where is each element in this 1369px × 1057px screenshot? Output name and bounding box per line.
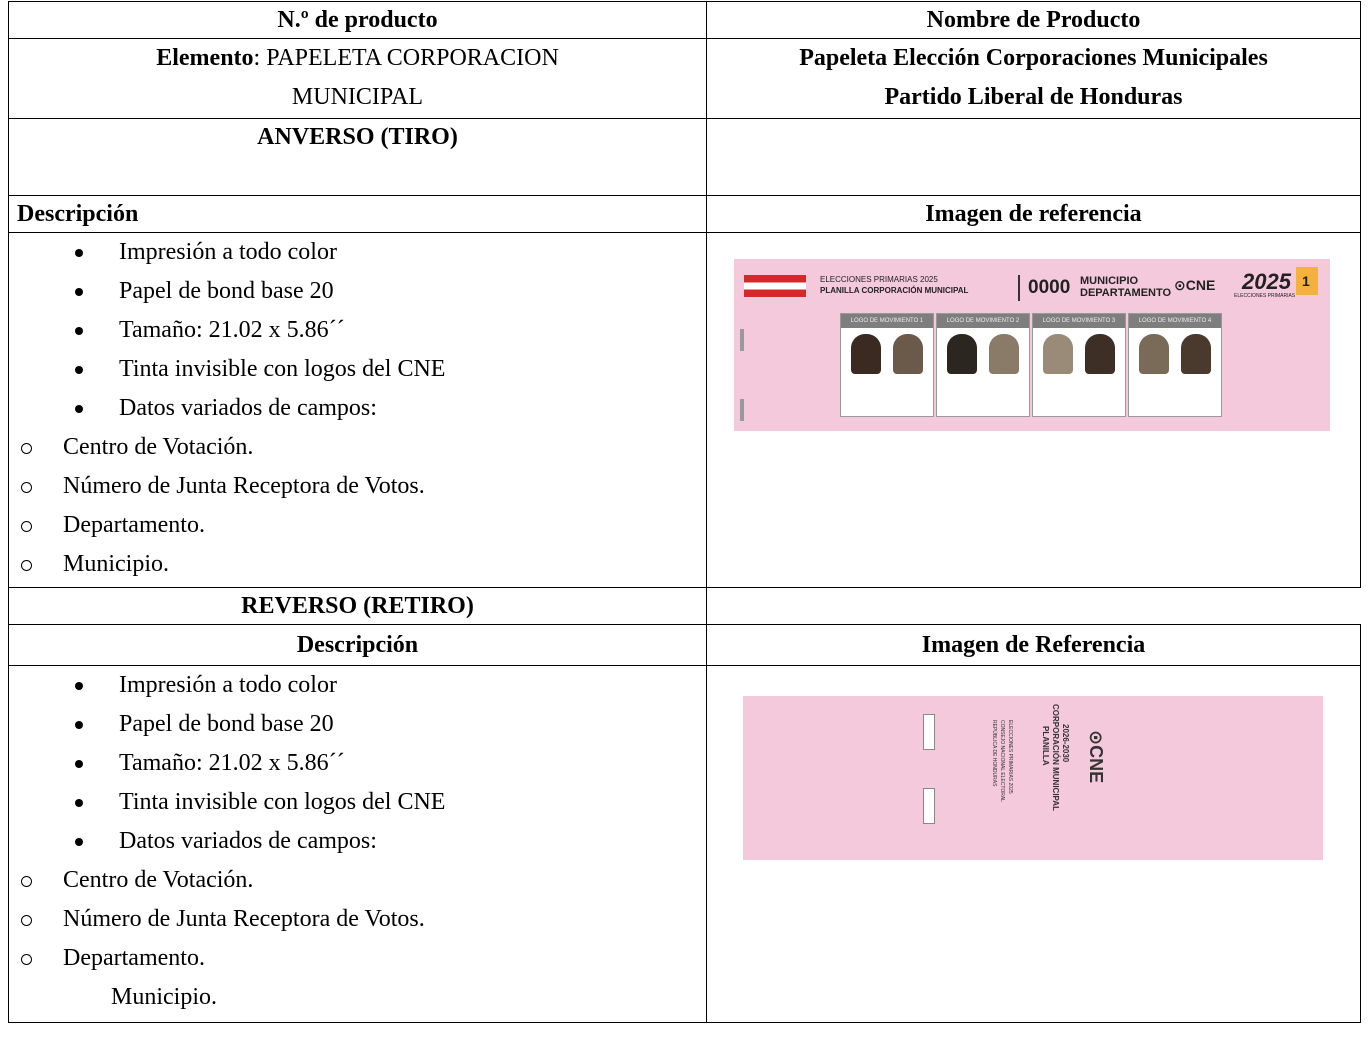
ballot-back-image: REPÚBLICA DE HONDURAS CONSEJO NACIONAL E…: [743, 696, 1323, 860]
list-item: Papel de bond base 20: [9, 705, 706, 744]
list-item: Municipio.: [111, 984, 217, 1010]
ballot-separator: [1018, 275, 1020, 301]
element-value-line2: MUNICIPAL: [291, 84, 424, 110]
header-product-number: N.º de producto: [8, 1, 707, 39]
list-item: Papel de bond base 20: [9, 272, 706, 311]
front-section-empty: [706, 118, 1361, 196]
ballot-side-mark: [740, 329, 744, 351]
ballot-back-cne-logo: ⊙CNE: [1086, 730, 1106, 784]
back-img-header: Imagen de Referencia: [706, 624, 1361, 666]
back-desc-header: Descripción: [8, 624, 707, 666]
list-item: Centro de Votación.: [9, 428, 706, 467]
element-value: : PAPELETA CORPORACION: [253, 45, 559, 71]
back-desc-cell: Impresión a todo color Papel de bond bas…: [8, 665, 707, 1023]
header-product-name: Nombre de Producto: [706, 1, 1361, 39]
ballot-year: 2025: [1242, 269, 1291, 294]
ballot-side-mark: [740, 399, 744, 421]
ballot-back-small1: REPÚBLICA DE HONDURAS: [991, 720, 997, 787]
candidate-panel: LOGO DE MOVIMIENTO 2: [936, 313, 1030, 417]
back-content-row: Impresión a todo color Papel de bond bas…: [8, 665, 1361, 1023]
list-item: Tinta invisible con logos del CNE: [9, 783, 706, 822]
front-desc-header: Descripción: [8, 195, 707, 233]
front-bullet-list: Impresión a todo color Papel de bond bas…: [9, 233, 706, 428]
candidate-panel: LOGO DE MOVIMIENTO 1: [840, 313, 934, 417]
list-item: Impresión a todo color: [9, 666, 706, 705]
front-section-title: ANVERSO (TIRO): [8, 118, 707, 196]
product-name-line1: Papeleta Elección Corporaciones Municipa…: [799, 45, 1268, 71]
candidate-panel: LOGO DE MOVIMIENTO 3: [1032, 313, 1126, 417]
ballot-line1: ELECCIONES PRIMARIAS 2025: [820, 275, 938, 284]
list-item: Impresión a todo color: [9, 233, 706, 272]
product-name-line2: Partido Liberal de Honduras: [884, 84, 1183, 110]
ballot-number-badge: 1: [1296, 267, 1318, 295]
list-item: Departamento.: [9, 939, 706, 978]
ballot-front-image: ELECCIONES PRIMARIAS 2025 PLANILLA CORPO…: [734, 259, 1330, 431]
list-item: Departamento.: [9, 506, 706, 545]
list-item: Datos variados de campos:: [9, 389, 706, 428]
list-item: Tamaño: 21.02 x 5.86´´: [9, 744, 706, 783]
back-sub-list: Centro de Votación. Número de Junta Rece…: [9, 861, 706, 1017]
product-spec-table: N.º de producto Nombre de Producto Eleme…: [8, 1, 1361, 1023]
ballot-back-strip: [923, 788, 935, 824]
product-name-cell: Papeleta Elección Corporaciones Municipa…: [706, 38, 1361, 119]
ballot-back-small2: CONSEJO NACIONAL ELECTORAL: [999, 720, 1005, 802]
list-item: Tinta invisible con logos del CNE: [9, 350, 706, 389]
ballot-back-title2: CORPORACIÓN MUNICIPAL: [1051, 704, 1060, 811]
ballot-back-strip: [923, 714, 935, 750]
list-item: Tamaño: 21.02 x 5.86´´: [9, 311, 706, 350]
list-item: Número de Junta Receptora de Votos.: [9, 900, 706, 939]
list-item: Datos variados de campos:: [9, 822, 706, 861]
front-image-cell: ELECCIONES PRIMARIAS 2025 PLANILLA CORPO…: [706, 232, 1361, 588]
ballot-back-small3: ELECCIONES PRIMARIAS 2025: [1007, 720, 1013, 794]
list-item: Centro de Votación.: [9, 861, 706, 900]
front-header-row: Descripción Imagen de referencia: [8, 195, 1361, 233]
ballot-back-years: 2026-2030: [1061, 724, 1070, 763]
back-header-row: Descripción Imagen de Referencia: [8, 624, 1361, 666]
front-img-header: Imagen de referencia: [706, 195, 1361, 233]
ballot-candidate-panels: LOGO DE MOVIMIENTO 1 LOGO DE MOVIMIENTO …: [840, 313, 1222, 417]
ballot-departamento: DEPARTAMENTO: [1080, 287, 1172, 299]
back-section-empty: [706, 587, 1361, 625]
front-content-row: Impresión a todo color Papel de bond bas…: [8, 232, 1361, 588]
back-section-title: REVERSO (RETIRO): [8, 587, 707, 625]
flag-icon: [744, 275, 806, 297]
back-image-cell: REPÚBLICA DE HONDURAS CONSEJO NACIONAL E…: [706, 665, 1361, 1023]
back-section-row: REVERSO (RETIRO): [8, 587, 1361, 625]
candidate-panel: LOGO DE MOVIMIENTO 4: [1128, 313, 1222, 417]
element-cell: Elemento: PAPELETA CORPORACION MUNICIPAL: [8, 38, 707, 119]
ballot-year-sub: ELECCIONES PRIMARIAS: [1234, 293, 1296, 299]
product-row: Elemento: PAPELETA CORPORACION MUNICIPAL…: [8, 38, 1361, 119]
ballot-code: 0000: [1028, 277, 1071, 298]
ballot-municipio: MUNICIPIO: [1080, 275, 1139, 287]
ballot-line2: PLANILLA CORPORACIÓN MUNICIPAL: [820, 286, 969, 295]
ballot-back-title1: PLANILLA: [1041, 726, 1050, 766]
front-section-row: ANVERSO (TIRO): [8, 118, 1361, 196]
back-bullet-list: Impresión a todo color Papel de bond bas…: [9, 666, 706, 861]
element-label: Elemento: [156, 45, 254, 71]
header-row: N.º de producto Nombre de Producto: [8, 1, 1361, 39]
list-item: Número de Junta Receptora de Votos.: [9, 467, 706, 506]
list-item: Municipio.: [9, 545, 706, 584]
ballot-cne-logo: ⊙CNE: [1174, 277, 1216, 293]
front-desc-cell: Impresión a todo color Papel de bond bas…: [8, 232, 707, 588]
front-sub-list: Centro de Votación. Número de Junta Rece…: [9, 428, 706, 584]
